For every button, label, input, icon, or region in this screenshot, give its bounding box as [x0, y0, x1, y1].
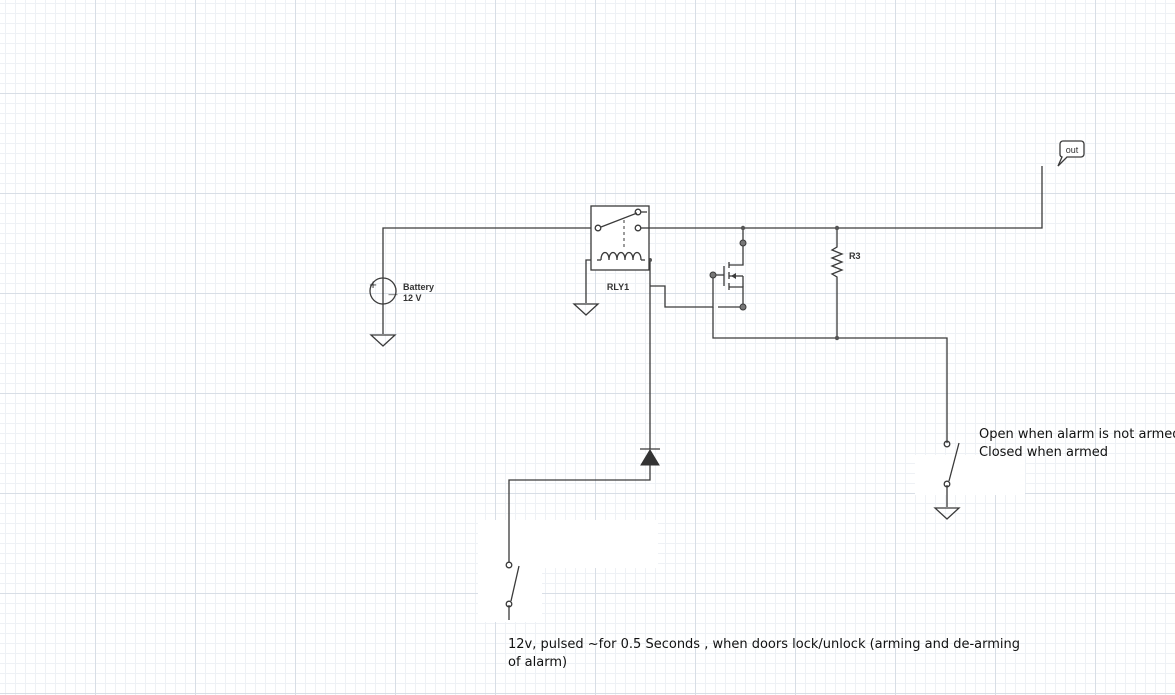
resistor-symbol: R3: [830, 244, 861, 280]
junction-dot: [834, 335, 840, 341]
wire-relay-no-to-out: [649, 166, 1043, 229]
trigger-switch-symbol: [505, 561, 520, 608]
alarm-note-line-2: Closed when armed: [979, 445, 1109, 460]
pulse-note: 12v, pulsed ~for 0.5 Seconds , when door…: [508, 637, 1021, 670]
wires: [382, 166, 1043, 620]
output-flag: out: [1057, 140, 1085, 167]
battery-symbol: + — Battery 12 V: [369, 277, 434, 305]
ground-symbol-battery: [369, 334, 397, 347]
battery-plus-sign: +: [369, 277, 377, 292]
alarm-switch-symbol: [943, 440, 960, 488]
wire-gate-to-coil: [650, 275, 714, 308]
relay-name-label: RLY1: [607, 282, 629, 292]
output-label: out: [1066, 145, 1079, 155]
relay-symbol: RLY1: [590, 205, 650, 292]
junction-dot: [834, 225, 840, 231]
whiteout-patch: [478, 560, 542, 622]
junction-dot: [740, 225, 746, 231]
battery-value-label: 12 V: [403, 293, 422, 303]
wire-diode-to-trigger-switch: [508, 465, 651, 562]
battery-minus-sign: —: [389, 289, 398, 299]
diode-symbol: [640, 448, 660, 466]
ground-symbol-alarm-switch: [933, 507, 961, 520]
battery-name-label: Battery: [403, 282, 434, 292]
wire-coil-to-diode: [645, 259, 651, 449]
alarm-switch-note: Open when alarm is not armed Closed when…: [979, 426, 1175, 462]
resistor-name-label: R3: [849, 251, 861, 261]
ground-symbol-relay: [572, 303, 600, 316]
wire-battery-to-relay: [382, 227, 597, 278]
alarm-note-line-1: Open when alarm is not armed: [979, 427, 1175, 442]
wire-bus-to-alarm-switch: [712, 307, 948, 443]
mosfet-symbol: [709, 239, 747, 311]
whiteout-patch: [915, 455, 1025, 495]
